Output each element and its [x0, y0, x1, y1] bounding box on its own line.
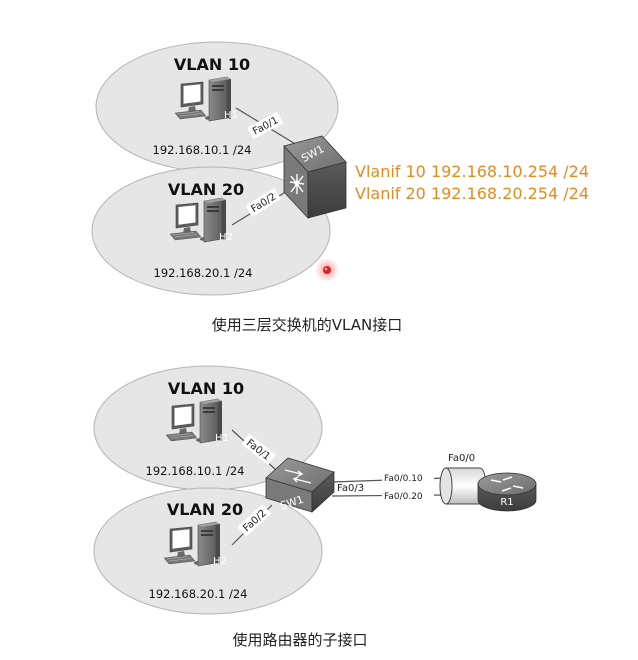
bottom-vlan20-title: VLAN 20	[167, 500, 243, 519]
cursor-dot-icon	[323, 266, 331, 274]
top-vlan20-title: VLAN 20	[168, 180, 244, 199]
bottom-vlan10-title: VLAN 10	[168, 379, 244, 398]
top-h2-ip: 192.168.20.1 /24	[154, 266, 253, 280]
bottom-switch-icon	[265, 457, 335, 513]
bottom-port-fa00: Fa0/0	[448, 453, 475, 464]
top-vlan10-title: VLAN 10	[174, 55, 250, 74]
top-h1-label: H1	[224, 110, 238, 121]
top-h2-pc-icon	[169, 197, 227, 243]
bottom-subif-10: Fa0/0.10	[384, 474, 423, 484]
bottom-caption: 使用路由器的子接口	[232, 631, 367, 649]
bottom-subif-20: Fa0/0.20	[384, 492, 423, 502]
top-h1-pc-icon	[174, 76, 232, 122]
top-h2-label: H2	[219, 232, 233, 243]
subinterface-cylinder-icon	[439, 467, 487, 505]
top-h1-ip: 192.168.10.1 /24	[153, 143, 252, 157]
bottom-port-fa03: Fa0/3	[337, 483, 364, 494]
top-diagram: VLAN 10 VLAN 20 H1 H2 192.168.10.1 /24 1…	[91, 41, 589, 334]
top-caption: 使用三层交换机的VLAN接口	[212, 316, 402, 334]
bottom-h2-pc-icon	[163, 521, 221, 567]
bottom-diagram: VLAN 10 VLAN 20 H1 H2 192.168.10.1 /24 1…	[93, 365, 537, 649]
bottom-h2-ip: 192.168.20.1 /24	[149, 587, 248, 601]
bottom-h1-pc-icon	[165, 398, 223, 444]
top-l3-switch-icon	[283, 135, 347, 220]
top-vlanif10: Vlanif 10 192.168.10.254 /24	[355, 162, 589, 181]
top-vlanif20: Vlanif 20 192.168.20.254 /24	[355, 184, 589, 203]
router-r1-icon	[477, 472, 537, 512]
bottom-h1-ip: 192.168.10.1 /24	[146, 464, 245, 478]
bottom-h2-label: H2	[213, 556, 227, 567]
router-r1-label: R1	[500, 497, 513, 508]
bottom-h1-label: H1	[215, 433, 229, 444]
